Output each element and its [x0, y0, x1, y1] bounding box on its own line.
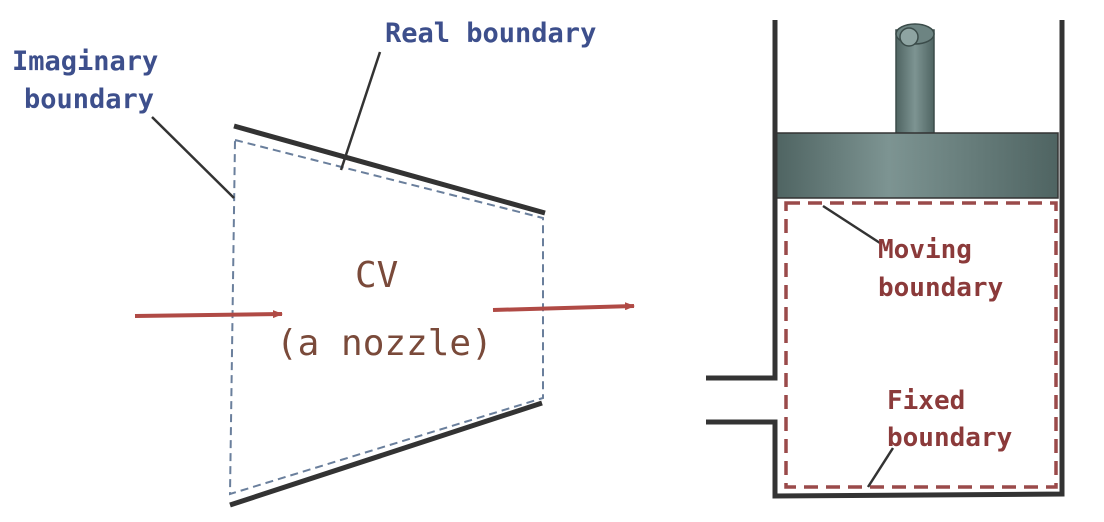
- fixed-boundary-leader: [866, 447, 895, 488]
- nozzle-figure: Imaginary boundary Real boundary CV (a n…: [12, 18, 635, 508]
- nozzle-bottom-wall: [229, 400, 543, 508]
- cv-label: CV: [355, 255, 398, 296]
- inlet-flow-arrow: [134, 310, 283, 319]
- real-boundary-leader: [339, 51, 382, 171]
- nozzle-cv-dashed-boundary: [228, 138, 544, 496]
- piston-rod-pin: [899, 27, 919, 47]
- nozzle-top-wall: [233, 123, 546, 216]
- imaginary-boundary-leader: [151, 116, 235, 199]
- real-boundary-label: Real boundary: [385, 18, 596, 49]
- fixed-boundary-label-line1: Fixed: [887, 386, 965, 416]
- outlet-flow-arrow: [492, 302, 635, 312]
- imaginary-boundary-label-line2: boundary: [24, 84, 154, 115]
- control-mass-dashed-boundary: [784, 201, 1058, 489]
- moving-boundary-label-line2: boundary: [878, 273, 1003, 303]
- piston-rod: [895, 29, 935, 136]
- cylinder-wall: [706, 20, 778, 381]
- nozzle-label: (a nozzle): [276, 323, 493, 364]
- moving-boundary-label-line1: Moving: [878, 235, 972, 265]
- moving-boundary-leader: [822, 204, 881, 245]
- imaginary-boundary-label-line1: Imaginary: [12, 46, 158, 77]
- cylinder-wall-lower: [706, 20, 1065, 499]
- piston-cylinder-figure: Moving boundary Fixed boundary: [706, 20, 1065, 499]
- fixed-boundary-label-line2: boundary: [887, 423, 1012, 453]
- piston: [775, 132, 1059, 199]
